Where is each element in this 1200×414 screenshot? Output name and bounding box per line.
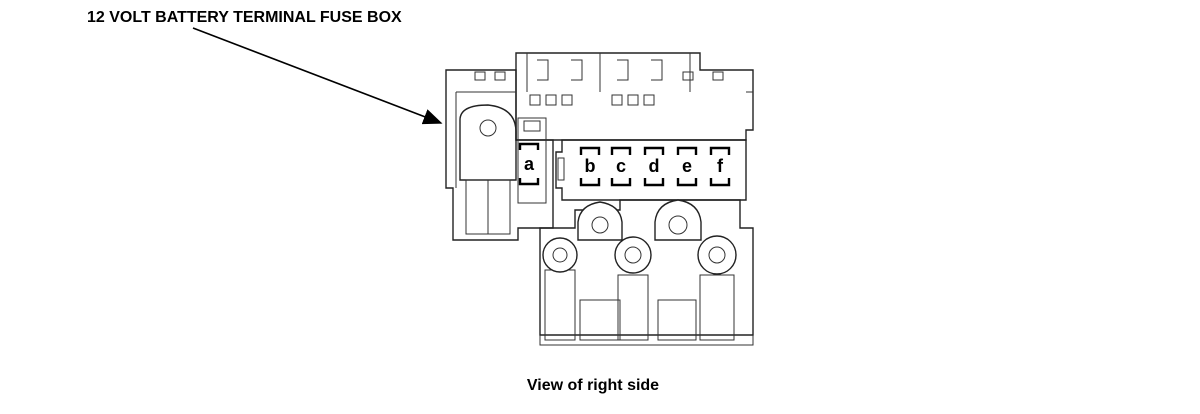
- terminal-stud-1: [542, 237, 578, 341]
- fuse-slot-d: [643, 146, 665, 187]
- terminal-stud-4: [654, 199, 702, 341]
- diagram-title: 12 VOLT BATTERY TERMINAL FUSE BOX: [87, 9, 402, 26]
- terminal-stud-5: [697, 235, 737, 341]
- terminal-stud-3: [614, 236, 652, 341]
- fuse-label-f: f: [717, 156, 724, 176]
- fuse-label-d: d: [649, 156, 660, 176]
- terminal-stud-2: [577, 201, 623, 341]
- fuse-label-c: c: [616, 156, 626, 176]
- fuse-slot-f: [709, 146, 731, 187]
- fuse-label-b: b: [585, 156, 596, 176]
- fuse-box-body: [445, 52, 754, 346]
- fuse-slot-b: [579, 146, 601, 187]
- fuse-label-e: e: [682, 156, 692, 176]
- fuse-label-a: a: [524, 154, 535, 174]
- fuse-slot-c: [610, 146, 632, 187]
- fuse-slot-a: [518, 142, 540, 186]
- view-caption: View of right side: [527, 377, 659, 394]
- fuse-slot-e: [676, 146, 698, 187]
- leader-arrow: [192, 27, 443, 125]
